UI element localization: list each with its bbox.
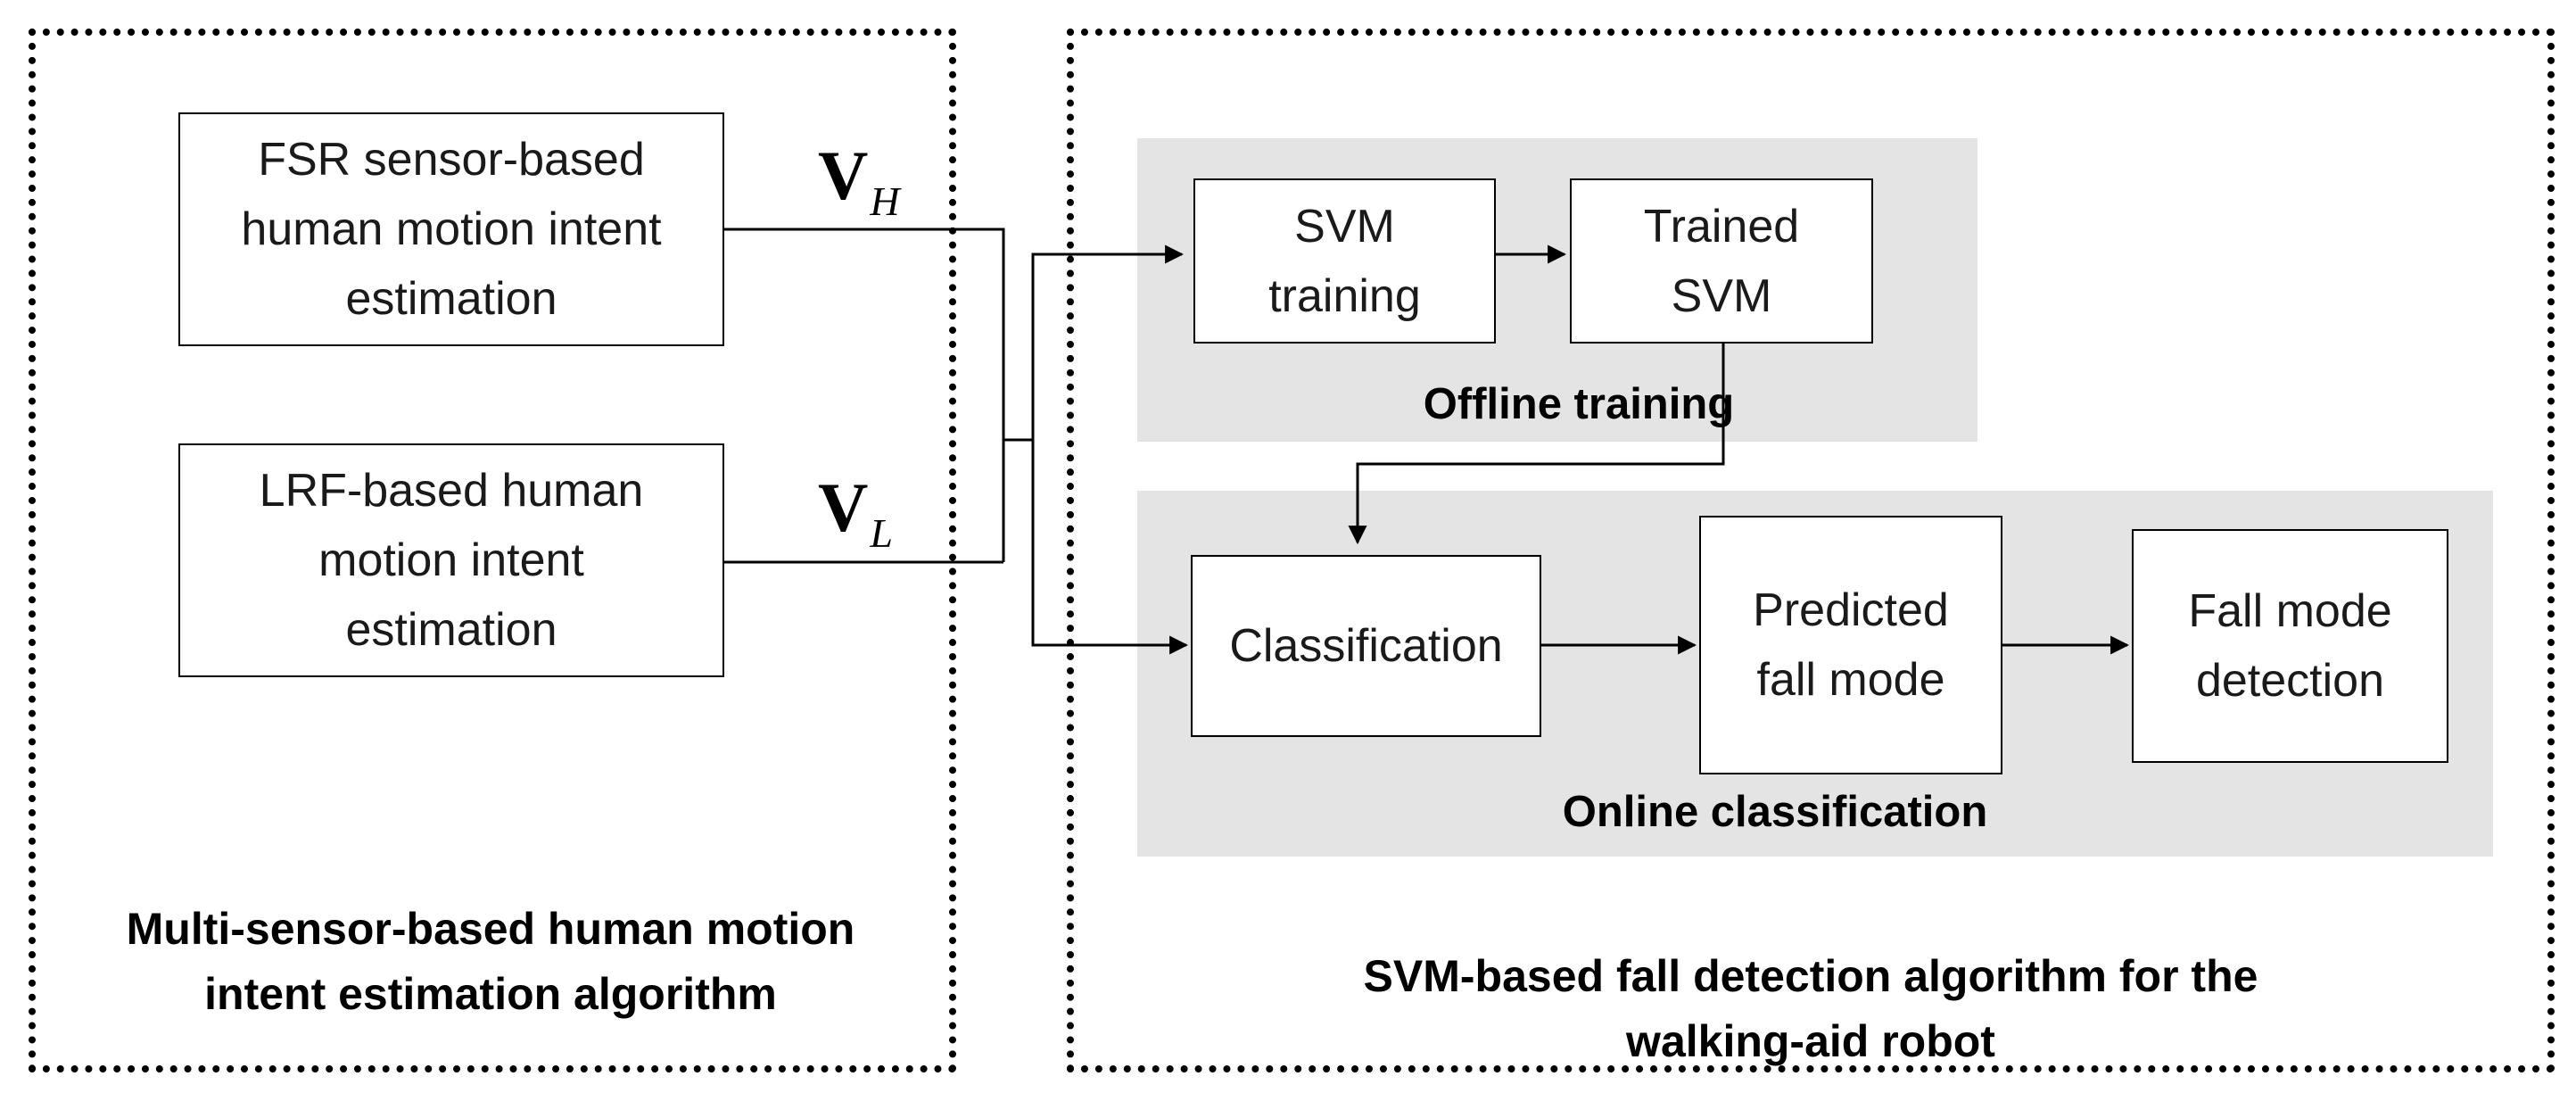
vl-label: VL: [818, 468, 893, 556]
vl-subscript: L: [870, 510, 893, 556]
to-classification-arrow: [1031, 440, 1189, 655]
fall-mode-detection-box: Fall mode detection: [2132, 529, 2448, 763]
classification-box: Classification: [1191, 555, 1541, 737]
svm-training-box: SVM training: [1193, 178, 1496, 344]
lrf-estimation-box: LRF-based human motion intent estimation: [178, 443, 724, 677]
trained-svm-box: Trained SVM: [1570, 178, 1873, 344]
right-group-frame: [1067, 29, 2555, 1072]
vh-label: VH: [818, 136, 900, 224]
vh-symbol: V: [818, 137, 869, 214]
vh-subscript: H: [870, 178, 900, 224]
online-classification-caption: Online classification: [1562, 788, 1988, 836]
predicted-fall-mode-box: Predicted fall mode: [1699, 516, 2002, 774]
trained-to-classification-arrow: [1348, 344, 1725, 545]
vl-symbol: V: [818, 468, 869, 546]
right-group-caption: SVM-based fall detection algorithm for t…: [1363, 951, 2258, 1066]
fsr-estimation-box: FSR sensor-based human motion intent est…: [178, 112, 724, 346]
left-group-frame: [29, 29, 956, 1072]
to-svm-training-arrow: [1031, 244, 1185, 440]
left-group-caption: Multi-sensor-based human motion intent e…: [126, 904, 855, 1019]
offline-training-caption: Offline training: [1423, 380, 1735, 428]
vh-wire: [724, 228, 1005, 562]
